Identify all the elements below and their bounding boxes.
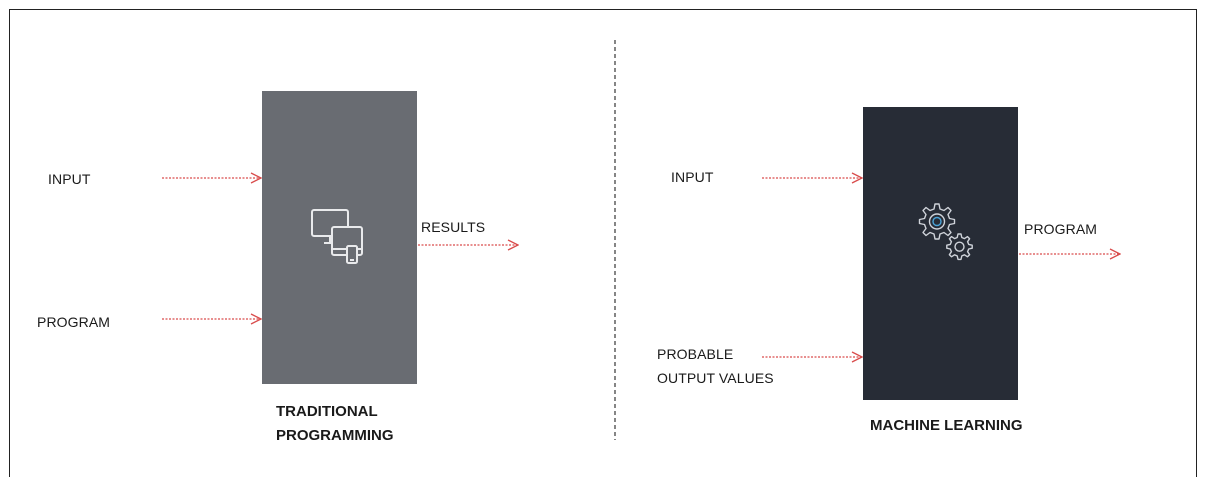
trad-input-label: INPUT [48,171,91,187]
trad-caption-line2: PROGRAMMING [276,427,394,444]
ml-probable-line1: PROBABLE [657,346,734,362]
ml-input-label: INPUT [671,169,714,185]
machine-learning-box [863,107,1018,400]
trad-caption-line1: TRADITIONAL [276,403,378,420]
ml-probable-line2: OUTPUT VALUES [657,370,774,386]
diagram-frame [9,9,1197,477]
gears-icon [918,203,973,261]
computer-devices-icon [311,209,363,264]
trad-program-label: PROGRAM [37,314,111,330]
ml-program-label: PROGRAM [1024,221,1098,237]
ml-caption: MACHINE LEARNING [870,417,1023,434]
trad-results-label: RESULTS [421,219,486,235]
